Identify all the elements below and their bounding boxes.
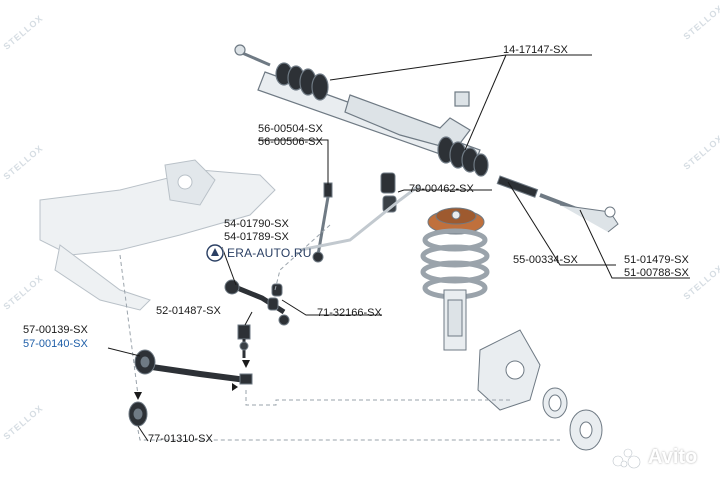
- steering-knuckle: [477, 329, 541, 411]
- ball-joint: [237, 324, 251, 358]
- part-label-tie-rod-end-2: 51-00788-SX: [624, 267, 689, 279]
- avito-watermark: Avito: [612, 446, 697, 469]
- avito-text: Avito: [648, 446, 698, 468]
- part-label-lower-arm-2: 57-00140-SX: [23, 338, 88, 350]
- part-label-inner-tie-rod: 55-00334-SX: [513, 254, 578, 266]
- stabilizer-link: [312, 182, 333, 263]
- part-label-lower-arm-1: 57-00139-SX: [23, 324, 88, 336]
- era-auto-text: ERA-AUTO.RU: [227, 246, 312, 260]
- era-logo-icon: [206, 244, 224, 262]
- part-label-arm-bushing-upper: 71-32166-SX: [317, 307, 382, 319]
- avito-logo-icon: [612, 448, 641, 468]
- part-label-rack: 14-17147-SX: [503, 44, 568, 56]
- arrow-marks: [134, 360, 250, 400]
- stabilizer-bushings: [380, 172, 397, 213]
- part-label-stab-bushing: 79-00462-SX: [409, 183, 474, 195]
- part-label-stab-link-1: 56-00504-SX: [258, 123, 323, 135]
- leader-lines: [107, 54, 690, 442]
- rack-boot-right: [437, 136, 489, 177]
- subframe: [39, 159, 276, 311]
- assembly-guides: [119, 224, 560, 441]
- part-label-stab-link-2: 56-00506-SX: [258, 136, 323, 148]
- part-label-upper-arm-1: 54-01790-SX: [224, 218, 289, 230]
- lower-control-arm: [134, 349, 253, 385]
- steering-rack: [234, 44, 489, 177]
- part-label-tie-rod-end-1: 51-01479-SX: [624, 254, 689, 266]
- strut-assembly: [420, 207, 490, 351]
- upper-control-arm: [224, 279, 290, 326]
- tie-rod-right: [496, 175, 619, 233]
- stabilizer-bar: [299, 183, 421, 252]
- part-label-lower-bushing: 77-01310-SX: [148, 433, 213, 445]
- wheel-bearing-hub: [542, 387, 603, 451]
- era-auto-watermark: ERA-AUTO.RU: [206, 244, 312, 262]
- part-label-upper-arm-2: 54-01789-SX: [224, 231, 289, 243]
- arm-bushing: [128, 401, 148, 427]
- part-label-ball-joint: 52-01487-SX: [156, 305, 221, 317]
- rack-boot-left: [275, 62, 329, 101]
